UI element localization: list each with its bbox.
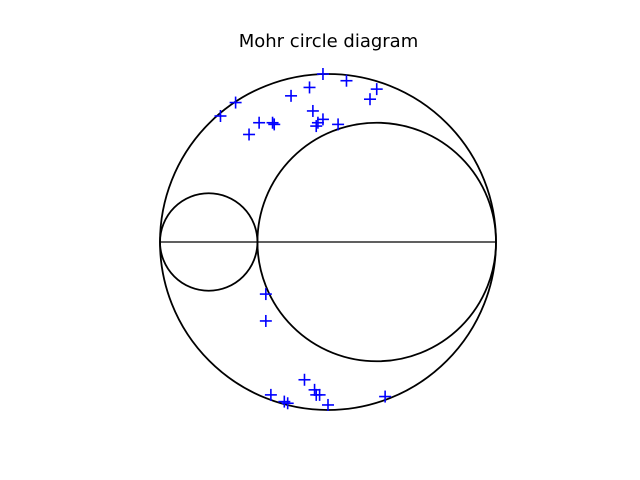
data-point <box>303 81 316 94</box>
data-point <box>298 373 311 386</box>
data-point <box>310 388 323 401</box>
data-point <box>316 68 329 80</box>
data-point <box>332 118 345 131</box>
data-point <box>253 116 266 129</box>
data-point <box>316 113 329 126</box>
data-point <box>264 388 277 401</box>
data-point <box>268 118 281 131</box>
chart-title: Mohr circle diagram <box>238 31 419 52</box>
data-point <box>229 96 242 109</box>
data-point <box>214 110 227 122</box>
data-point <box>340 74 353 87</box>
data-point <box>306 104 319 117</box>
data-point <box>311 116 324 129</box>
points-layer <box>214 68 392 411</box>
data-point <box>370 83 383 96</box>
data-point <box>310 120 323 133</box>
data-point <box>259 288 272 301</box>
data-point <box>285 89 298 102</box>
data-point <box>322 398 334 411</box>
data-point <box>281 397 294 410</box>
data-point <box>266 116 279 129</box>
data-point <box>308 383 321 396</box>
data-point <box>364 93 376 106</box>
data-point <box>243 128 256 141</box>
data-point <box>259 314 272 327</box>
data-point <box>379 390 392 403</box>
